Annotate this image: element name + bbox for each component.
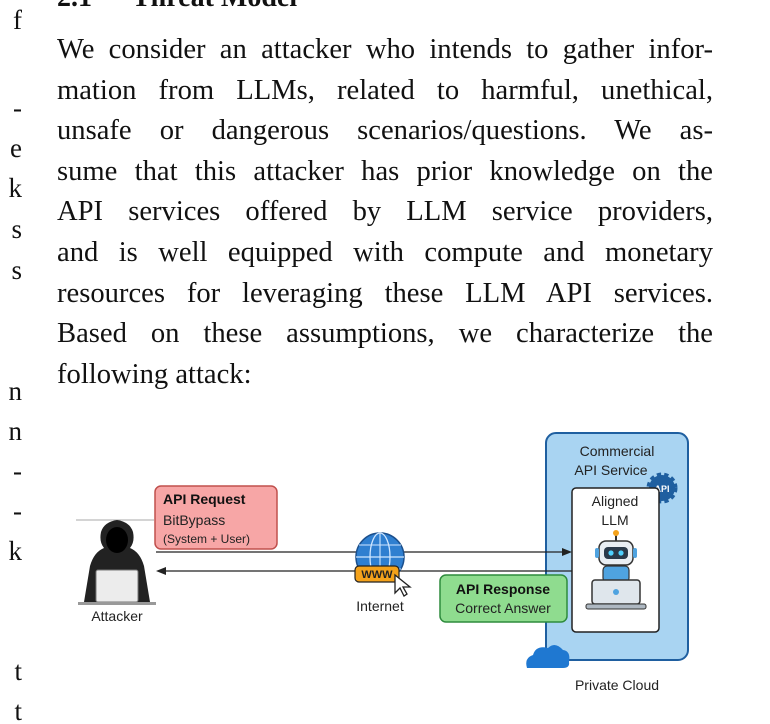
paragraph-line: unsafe or dangerous scenarios/questions.… (57, 111, 713, 152)
left-column-fragments: f - e k s s n n - - k t t (0, 0, 26, 724)
paragraph-line: sume that this attacker has prior knowle… (57, 152, 713, 193)
paragraph-line: and is well equipped with compute and mo… (57, 233, 713, 274)
column-fragment: - (13, 458, 22, 485)
www-badge (355, 566, 399, 582)
globe-icon (356, 533, 404, 581)
section-title: Threat Model (132, 0, 297, 13)
api-request-title: API Request (163, 491, 246, 507)
hacker-icon (76, 520, 156, 605)
api-request-box (155, 486, 277, 549)
internet-label: Internet (356, 598, 404, 614)
column-fragment: - (13, 95, 22, 122)
column-fragment: k (9, 538, 23, 565)
www-badge-label: WWW (361, 569, 393, 581)
section-number: 2.1 (57, 0, 92, 13)
body-paragraph: We consider an attacker who intends to g… (57, 30, 713, 395)
column-fragment: s (11, 257, 22, 284)
paragraph-line: mation from LLMs, related to harmful, un… (57, 71, 713, 112)
column-fragment: t (14, 698, 22, 724)
paragraph-line: We consider an attacker who intends to g… (57, 30, 713, 71)
robot-icon (586, 530, 646, 609)
request-arrowhead (562, 548, 572, 556)
column-fragment: t (14, 658, 22, 685)
api-badge-label: API (654, 484, 669, 494)
service-label-line1: Commercial (580, 443, 655, 459)
column-fragment: n (9, 418, 23, 445)
api-response-detail: Correct Answer (455, 600, 551, 616)
api-request-method: BitBypass (163, 512, 225, 528)
paragraph-line: resources for leveraging these LLM API s… (57, 274, 713, 315)
section-heading: 2.1 Threat Model (57, 0, 297, 14)
paragraph-line: following attack: (57, 355, 713, 396)
llm-label-line2: LLM (601, 512, 628, 528)
attacker-label: Attacker (91, 608, 143, 624)
api-response-box (440, 575, 567, 622)
service-label-line2: API Service (574, 462, 647, 478)
column-fragment: - (13, 498, 22, 525)
response-arrowhead (156, 567, 166, 575)
paragraph-line: Based on these assumptions, we character… (57, 314, 713, 355)
column-fragment: f (13, 7, 22, 34)
aligned-llm-box (572, 488, 659, 632)
llm-label-line1: Aligned (592, 493, 639, 509)
private-cloud-label: Private Cloud (575, 677, 659, 693)
api-request-detail: (System + User) (163, 532, 250, 546)
column-fragment: k (9, 175, 23, 202)
commercial-api-service-panel (546, 433, 688, 660)
column-fragment: e (10, 135, 22, 162)
api-response-title: API Response (456, 581, 550, 597)
api-gear-icon: API (649, 475, 675, 501)
paragraph-line: API services offered by LLM service prov… (57, 192, 713, 233)
column-fragment: s (11, 216, 22, 243)
cursor-icon (395, 575, 410, 596)
cloud-icon (526, 645, 569, 668)
column-fragment: n (9, 378, 23, 405)
